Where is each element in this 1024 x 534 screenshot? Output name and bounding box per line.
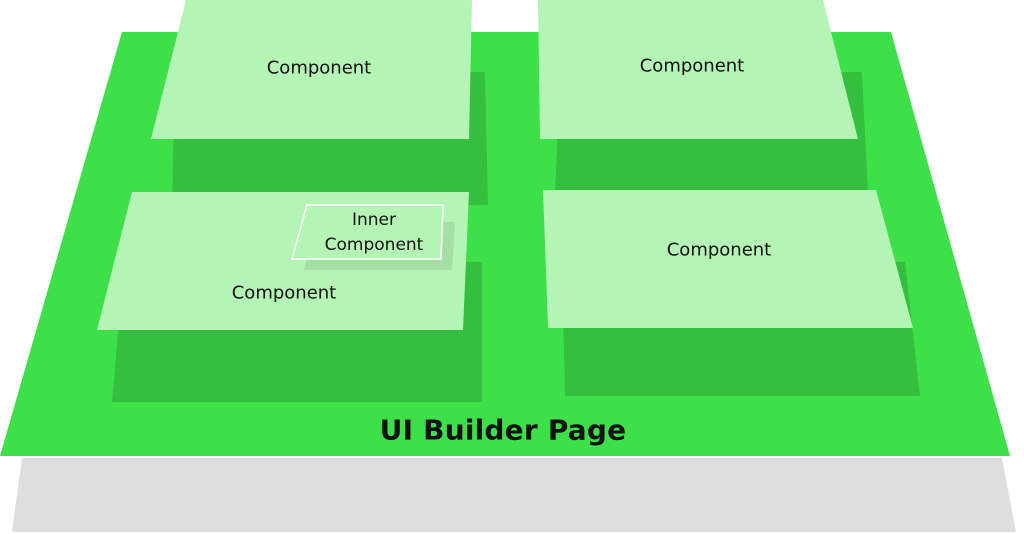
- page-title: UI Builder Page: [379, 413, 627, 447]
- inner-component: [291, 204, 444, 260]
- component-label-top-right: Component: [639, 55, 745, 77]
- component-bottom-right: [543, 190, 913, 328]
- component-label-bottom-left: Component: [231, 282, 337, 304]
- component-top-left: [151, 0, 472, 139]
- inner-component-label-line1: Inner: [351, 210, 397, 230]
- component-top-right: [538, 0, 858, 139]
- floor-shadow: [12, 458, 1016, 532]
- component-label-top-left: Component: [266, 57, 372, 79]
- inner-component-label-line2: Component: [324, 235, 424, 255]
- component-label-bottom-right: Component: [666, 239, 772, 261]
- inner-component-label: Inner Component: [325, 208, 424, 258]
